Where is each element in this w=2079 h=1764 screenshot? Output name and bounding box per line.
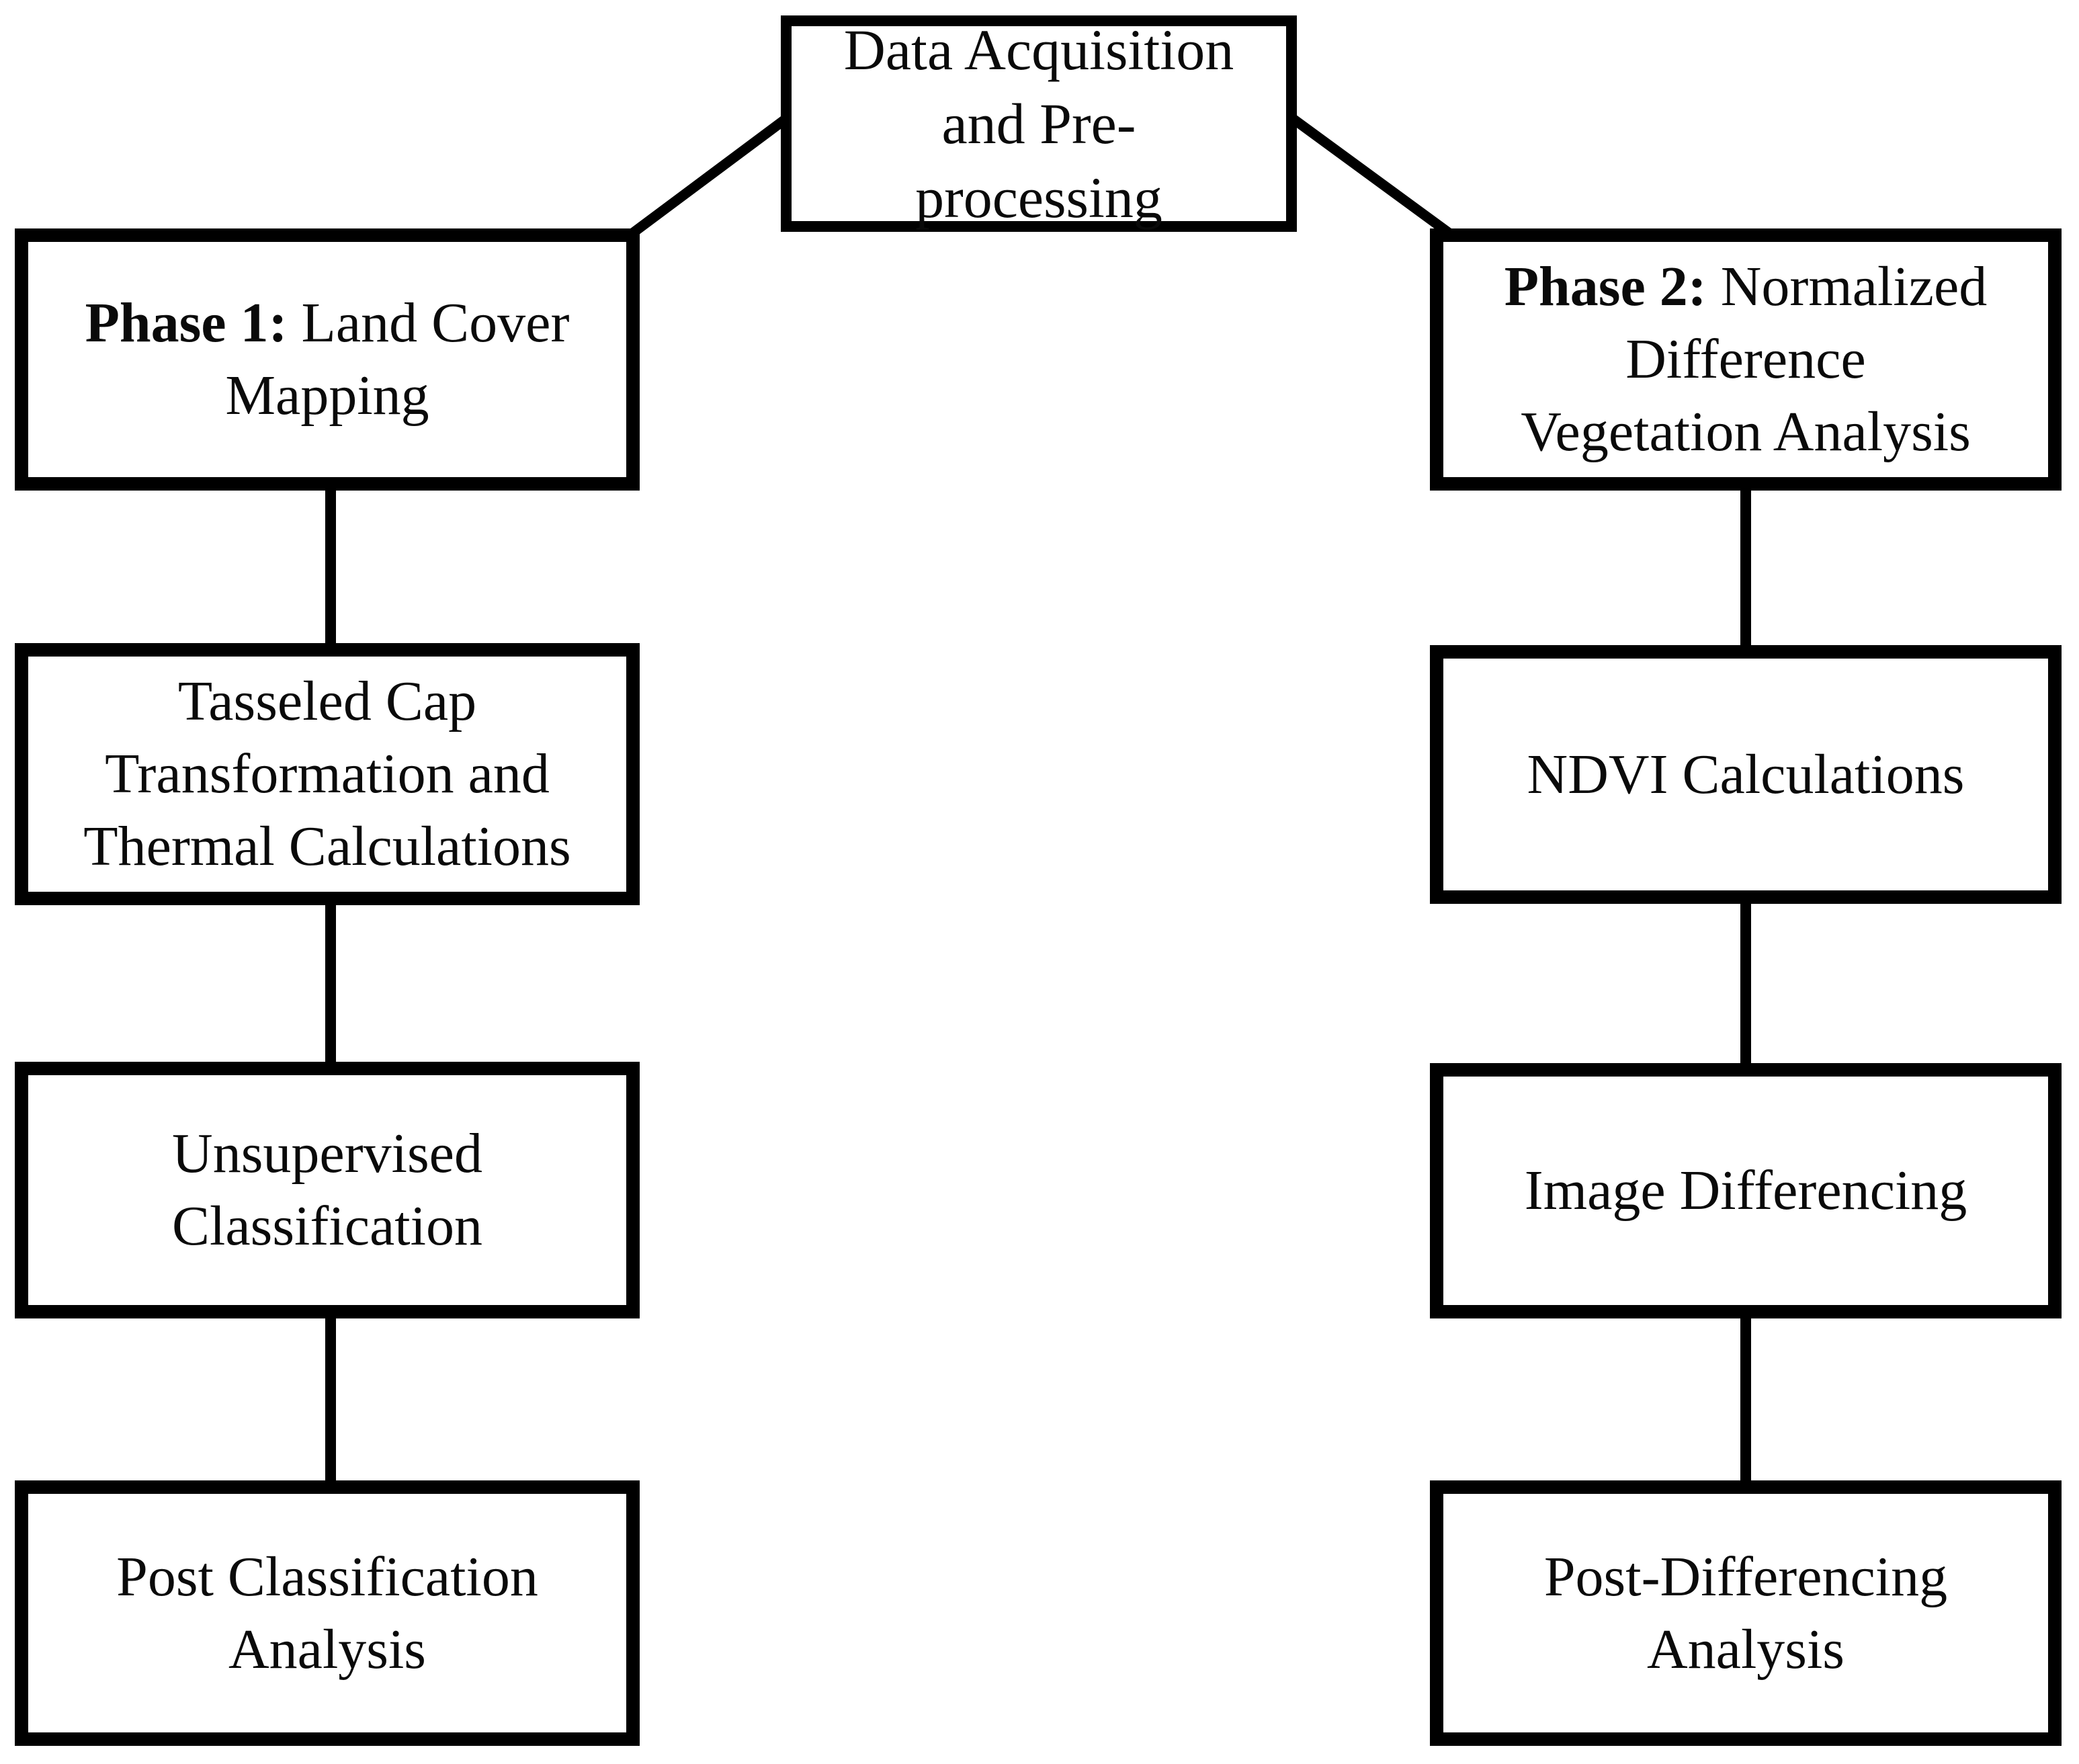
phase2-prefix: Phase 2:: [1504, 255, 1707, 318]
node-phase1-land-cover-mapping: Phase 1: Land Cover Mapping: [15, 228, 640, 491]
node-image-differencing: Image Differencing: [1430, 1063, 2062, 1318]
phase2-rest: Normalized Difference Vegetation Analysi…: [1521, 255, 1988, 463]
node-data-acquisition-label: Data Acquisition and Pre- processing: [843, 17, 1234, 230]
connector-top-to-phase1-diagonal: [630, 110, 795, 237]
node-unsupervised-classification-label: Unsupervised Classification: [172, 1122, 482, 1257]
node-post-classification-label: Post Classification Analysis: [116, 1545, 538, 1681]
node-post-differencing-analysis: Post-Differencing Analysis: [1430, 1480, 2062, 1746]
node-tasseled-cap-transformation: Tasseled Cap Transformation and Thermal …: [15, 643, 640, 905]
node-phase2-ndvi-analysis: Phase 2: Normalized Difference Vegetatio…: [1430, 228, 2062, 491]
node-tasseled-cap-label: Tasseled Cap Transformation and Thermal …: [83, 670, 571, 878]
node-unsupervised-classification: Unsupervised Classification: [15, 1062, 640, 1318]
node-phase2-label: Phase 2: Normalized Difference Vegetatio…: [1443, 251, 2048, 468]
phase1-prefix: Phase 1:: [85, 292, 288, 354]
connector-top-to-phase2-diagonal: [1284, 110, 1452, 237]
node-ndvi-calculations: NDVI Calculations: [1430, 645, 2062, 904]
node-post-classification-analysis: Post Classification Analysis: [15, 1480, 640, 1746]
node-phase1-label: Phase 1: Land Cover Mapping: [28, 287, 626, 432]
node-post-differencing-label: Post-Differencing Analysis: [1543, 1545, 1948, 1681]
node-image-differencing-label: Image Differencing: [1524, 1159, 1967, 1222]
phase1-rest: Land Cover Mapping: [225, 292, 570, 427]
node-data-acquisition-preprocessing: Data Acquisition and Pre- processing: [781, 15, 1297, 232]
node-ndvi-calculations-label: NDVI Calculations: [1527, 743, 1965, 806]
